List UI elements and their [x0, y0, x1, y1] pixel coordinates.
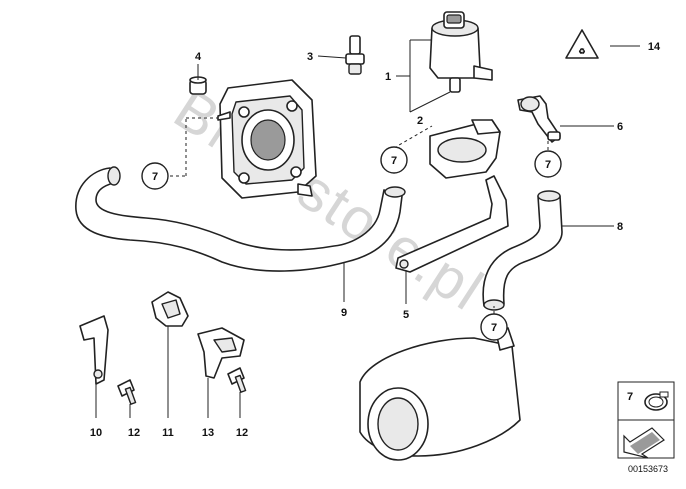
clamp-ref-1: 7: [141, 162, 169, 190]
svg-text:7: 7: [391, 155, 397, 167]
clamp-ref-4: 7: [480, 313, 508, 341]
callout-11: 11: [162, 427, 174, 439]
vacuum-hose-part-8: [482, 190, 563, 311]
bracket-part-5: [395, 175, 509, 273]
clip-part-11: [151, 291, 189, 327]
callout-10: 10: [90, 427, 102, 439]
svg-text:7: 7: [545, 159, 551, 171]
throttle-housing: [219, 79, 317, 199]
callout-4: 4: [195, 51, 202, 63]
svg-text:7: 7: [152, 171, 158, 183]
callout-13: 13: [202, 427, 214, 439]
bolt-part-12-left: [117, 379, 137, 405]
callout-1: 1: [385, 71, 391, 83]
callout-5: 5: [403, 309, 409, 321]
legend-ref: 7: [627, 391, 633, 403]
callout-12-right: 12: [236, 427, 248, 439]
warning-triangle-icon: ♻: [565, 29, 599, 59]
holder-part-13: [197, 327, 245, 379]
arrow-icon: [623, 427, 665, 459]
vacuum-reservoir-part-2: [429, 11, 493, 93]
callout-12-left: 12: [128, 427, 140, 439]
vacuum-canister: [359, 327, 521, 461]
svg-text:♻: ♻: [578, 47, 585, 56]
bolt-part-12-right: [227, 367, 247, 393]
sensor-part-3: [345, 35, 365, 75]
legend-box: 7: [617, 381, 675, 459]
leader-lines: [95, 39, 640, 418]
clamp-ref-2: 7: [380, 146, 408, 174]
svg-text:7: 7: [491, 322, 497, 334]
reservoir-bracket: [429, 119, 501, 179]
callout-6: 6: [617, 121, 623, 133]
elbow-connector-part-6: [517, 95, 561, 143]
diagram-id: 00153673: [628, 464, 668, 474]
callout-2: 2: [417, 115, 423, 127]
watermark: BMWstore.pl: [163, 76, 495, 323]
callout-8: 8: [617, 221, 623, 233]
vacuum-hose-part-9: [75, 166, 406, 272]
bracket-part-10: [79, 315, 109, 385]
callout-3: 3: [307, 51, 313, 63]
hose-clamp-icon: [644, 391, 669, 411]
callout-9: 9: [341, 307, 347, 319]
callout-14: 14: [648, 41, 661, 53]
clamp-ref-3: 7: [534, 150, 562, 178]
